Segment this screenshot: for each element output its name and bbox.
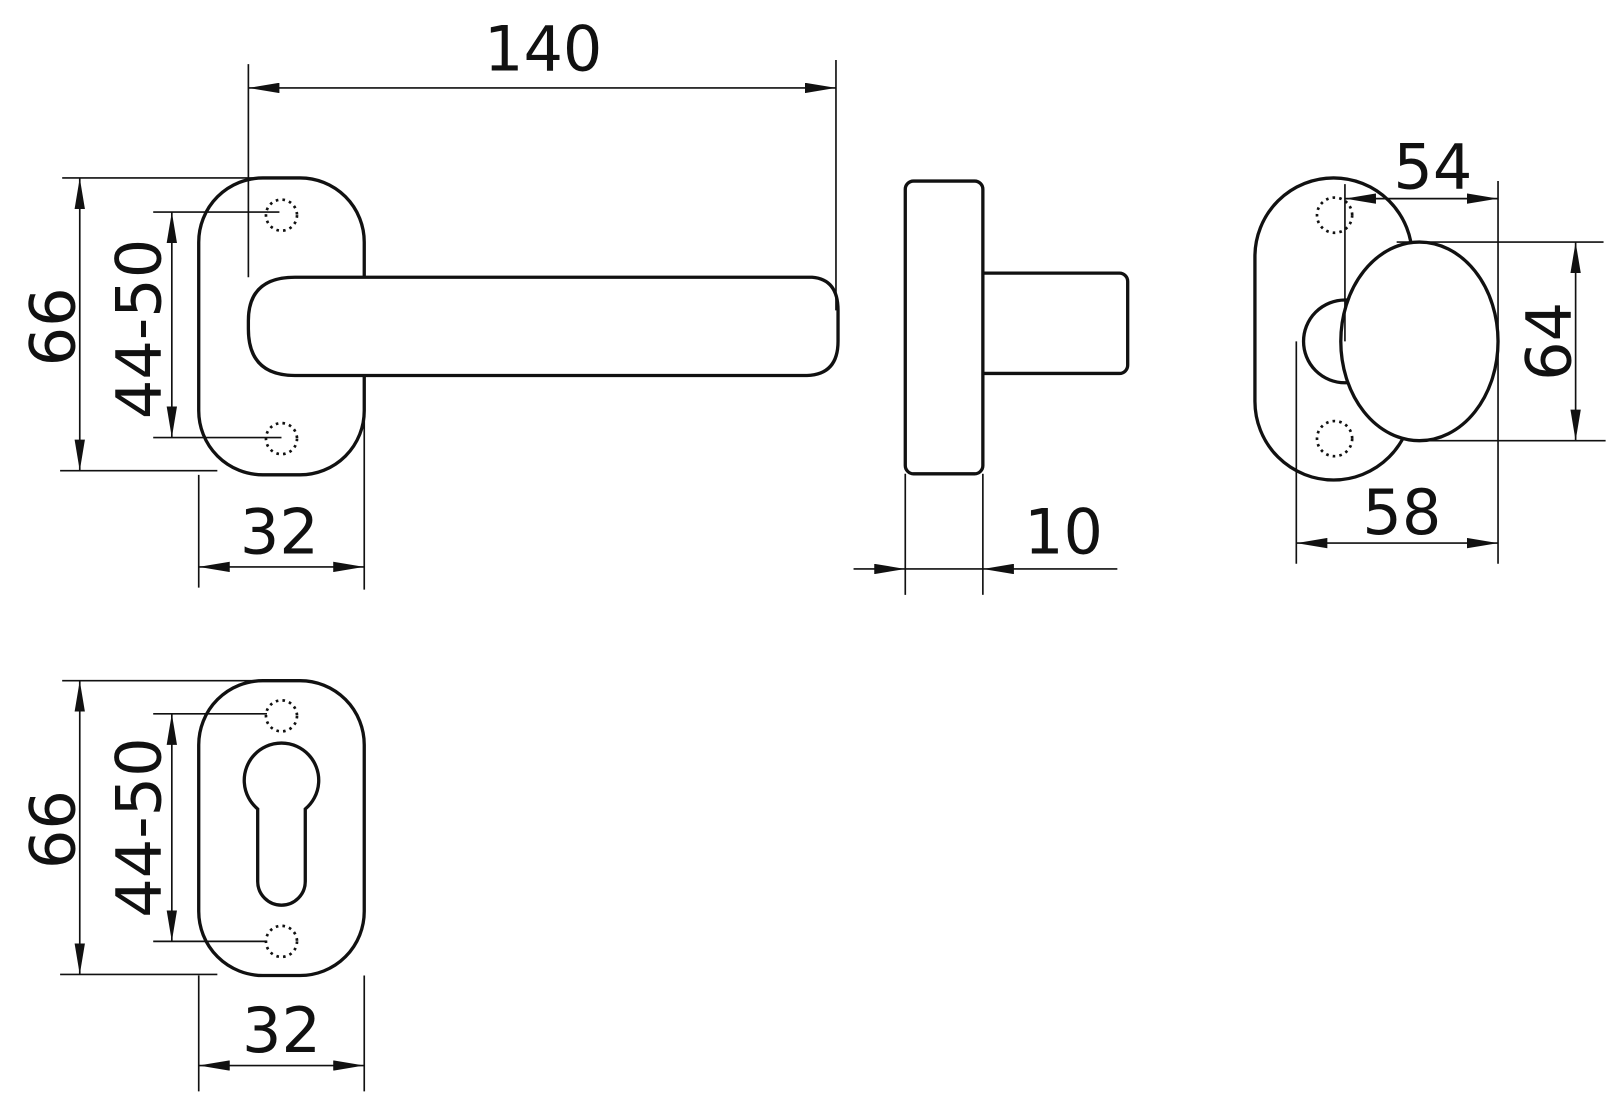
dim-overall-width: 58 [1362,476,1441,549]
dim-thickness: 10 [1024,495,1103,568]
dim-rose-width: 32 [242,994,321,1067]
dim-rose-height: 66 [17,790,90,869]
knob [1339,240,1500,443]
dim-rose-height: 66 [17,287,90,366]
screw-hole-icon [1315,196,1354,235]
dim-length: 140 [484,12,602,85]
knob-view: 54 64 58 [1253,130,1606,564]
spindle-neck [972,271,1130,376]
screw-hole-icon [264,421,299,456]
lever-front-view: 140 66 44-50 32 [17,12,840,590]
escutcheon-view: 66 44-50 32 [17,679,366,1092]
dim-rose-width: 32 [240,495,319,568]
screw-hole-icon [1315,419,1354,458]
dim-knob-height: 64 [1512,302,1585,381]
keyhole-icon [242,741,321,907]
screw-hole-icon [264,699,299,733]
lever-handle [246,275,840,378]
dim-screw-spacing: 44-50 [102,239,175,419]
dim-knob-projection: 54 [1393,130,1472,203]
dim-screw-spacing: 44-50 [102,737,175,917]
side-plate [903,179,985,476]
side-view: 10 [853,179,1130,595]
screw-hole-icon [264,198,299,233]
